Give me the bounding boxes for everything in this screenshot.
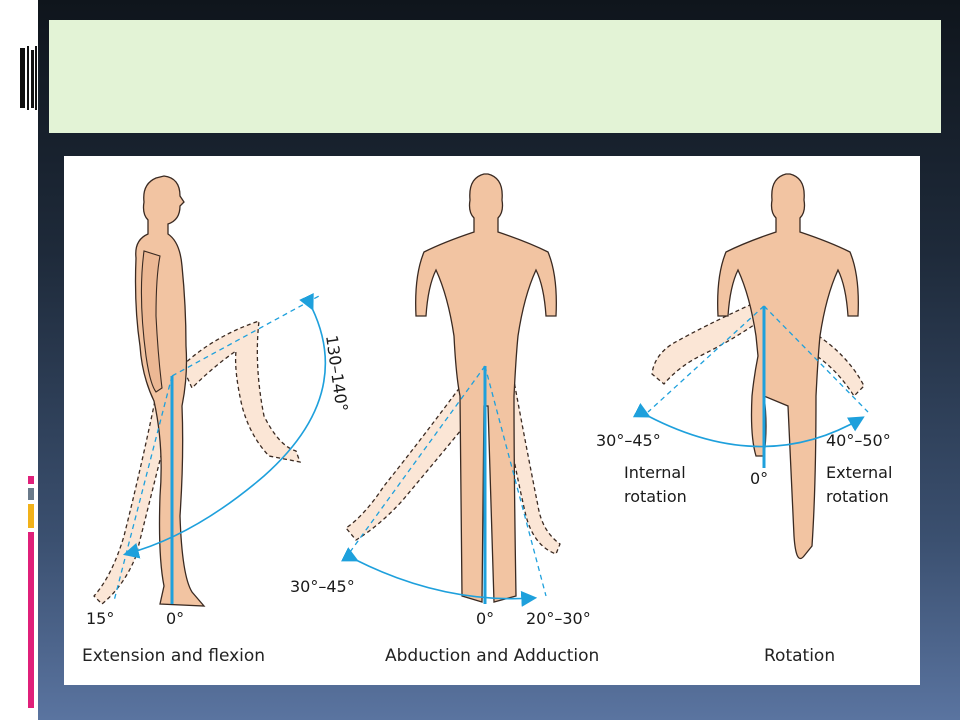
figure-panel: 130–140° 15° 0° Extension and flexion 30…	[64, 156, 920, 685]
flexion-caption: Extension and flexion	[82, 646, 265, 666]
decorative-bars-icon	[20, 46, 37, 110]
external-rotation-angle-label: 40°–50°	[826, 431, 891, 450]
extension-angle-label: 15°	[86, 609, 114, 628]
internal-rotation-label-2: rotation	[624, 487, 687, 506]
hip-range-of-motion-figure: 130–140° 15° 0° Extension and flexion 30…	[82, 173, 892, 666]
accent-pink-top	[28, 476, 34, 484]
abduction-caption: Abduction and Adduction	[385, 646, 599, 666]
rotation-caption: Rotation	[764, 646, 835, 666]
accent-yellow	[28, 504, 34, 528]
accent-gray	[28, 488, 34, 500]
flexion-angle-label: 130–140°	[322, 334, 352, 413]
abduction-zero-label: 0°	[476, 609, 494, 628]
flexion-zero-label: 0°	[166, 609, 184, 628]
external-rotation-label-1: External	[826, 463, 892, 482]
external-rotation-label-2: rotation	[826, 487, 889, 506]
adduction-angle-label: 20°–30°	[526, 609, 591, 628]
internal-rotation-angle-label: 30°–45°	[596, 431, 661, 450]
title-band	[49, 20, 941, 133]
accent-pink-bottom	[28, 532, 34, 708]
rotation-figure: 30°–45° Internal rotation 0° 40°–50° Ext…	[596, 173, 892, 666]
left-strip	[0, 0, 38, 720]
abduction-figure: 30°–45° 20°–30° 0° Abduction and Adducti…	[290, 173, 599, 666]
rotation-zero-label: 0°	[750, 469, 768, 488]
abduction-angle-label: 30°–45°	[290, 577, 355, 596]
internal-rotation-label-1: Internal	[624, 463, 686, 482]
